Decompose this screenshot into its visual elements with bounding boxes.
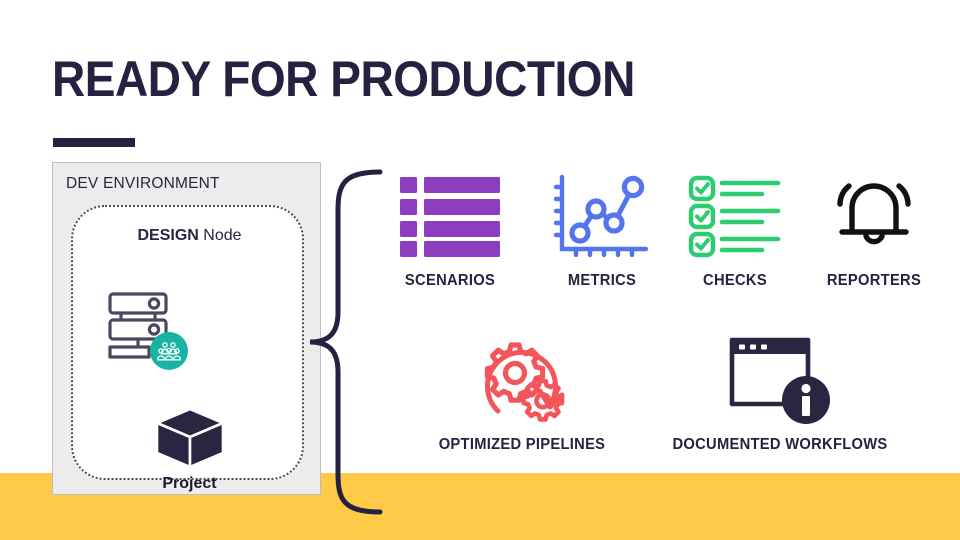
feature-optimized-pipelines-label: OPTIMIZED PIPELINES — [438, 436, 606, 453]
gears-refresh-icon — [412, 332, 632, 430]
server-stack-icon — [105, 291, 185, 361]
title-underline-rule — [53, 138, 135, 147]
dev-environment-label: DEV ENVIRONMENT — [66, 175, 220, 192]
feature-reporters[interactable]: REPORTERS — [796, 168, 952, 290]
feature-optimized-pipelines[interactable]: OPTIMIZED PIPELINES — [412, 332, 632, 454]
design-node-card: DESIGN Node — [71, 205, 306, 492]
design-node-title-rest: Node — [198, 227, 242, 244]
feature-documented-workflows-label: DOCUMENTED WORKFLOWS — [672, 436, 888, 453]
project-label: Project — [162, 475, 217, 492]
curly-brace — [304, 166, 394, 518]
feature-checks-label: CHECKS — [703, 272, 767, 289]
feature-grid: SCENARIOS — [376, 160, 952, 480]
users-group-icon — [157, 342, 181, 361]
design-node-title-strong: DESIGN — [137, 227, 199, 244]
checklist-icon — [668, 168, 802, 266]
feature-scenarios-label: SCENARIOS — [404, 272, 496, 289]
design-node-title: DESIGN Node — [73, 227, 306, 245]
list-bars-icon — [376, 168, 524, 266]
feature-checks[interactable]: CHECKS — [668, 168, 802, 290]
bell-icon — [796, 168, 952, 266]
feature-metrics-label: METRICS — [567, 272, 637, 289]
feature-documented-workflows[interactable]: DOCUMENTED WORKFLOWS — [646, 332, 914, 454]
users-group-badge — [150, 332, 188, 370]
page-title: READY FOR PRODUCTION — [52, 51, 635, 107]
window-info-icon — [646, 332, 914, 430]
feature-scenarios[interactable]: SCENARIOS — [376, 168, 524, 290]
line-chart-icon — [528, 168, 676, 266]
dev-environment-panel: DEV ENVIRONMENT DESIGN Node — [52, 162, 321, 495]
feature-reporters-label: REPORTERS — [826, 272, 922, 289]
cube-box-icon — [153, 407, 227, 469]
feature-metrics[interactable]: METRICS — [528, 168, 676, 290]
